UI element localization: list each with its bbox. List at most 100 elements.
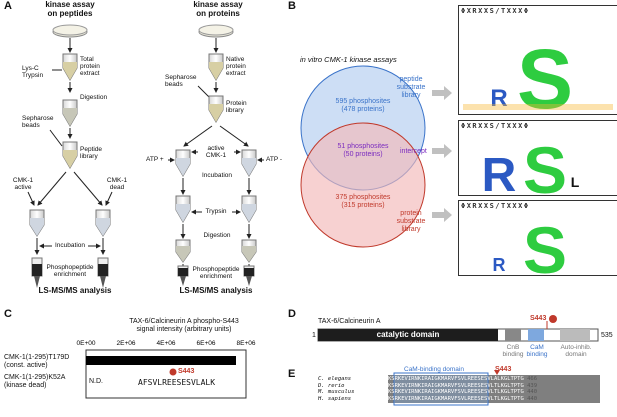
species-sequence: KSRKEVIRNKIRAIGKMARVFSVLREESESVLTLKGLTPT…	[388, 389, 524, 395]
label-sepharose-1: Sepharose beads	[22, 115, 54, 129]
tube-incubation-dead	[95, 209, 111, 237]
residue-number: 440	[527, 389, 538, 395]
intercept-label: intercept	[400, 148, 427, 155]
tube-atp-plus	[175, 149, 191, 177]
label-incubation-1: Incubation	[55, 242, 85, 249]
sequence-logo-peptide: ΦXRXXS/TXXXΦ S R	[458, 5, 617, 115]
not-detected: N.D.	[89, 378, 103, 385]
tick-label: 4E+06	[157, 340, 176, 347]
panel-d-letter: D	[288, 308, 296, 320]
arrows-to-logos	[432, 86, 452, 222]
panel-b-letter: B	[288, 0, 296, 12]
protein-name-d: TAX-6/Calcineurin A	[318, 318, 381, 325]
label-native-extract: Native protein extract	[226, 56, 246, 77]
enrichment-column-1	[31, 257, 43, 288]
tube-incubation-active	[29, 209, 45, 237]
alignment-row: M. musculus KSRKEVIRNKIRAIGKMARVFSVLREESE…	[318, 389, 537, 396]
label-sepharose-2: Sepharose beads	[165, 74, 197, 88]
tube-incubation-2b	[241, 195, 257, 223]
panel-a-col2-title: kinase assay on proteins	[193, 0, 243, 18]
tube-native-extract	[208, 53, 224, 81]
tube-digestion-2b	[241, 239, 257, 263]
tube-digestion-1	[62, 99, 78, 127]
svg-text:S: S	[523, 213, 567, 275]
tube-total-extract-1	[62, 53, 78, 81]
intercept-count: 51 phosphosites (50 proteins)	[337, 143, 389, 158]
species-sequence: KSRKEVIRNKIRAIGKMARVFSVLREESESVLALKGLTPT…	[388, 376, 524, 382]
protein-count: 375 phosphosites (315 proteins)	[335, 194, 391, 209]
label-lcms-2: LS-MS/MS analysis	[179, 286, 253, 295]
motif-header-2: ΦXRXXS/TXXXΦ	[461, 122, 530, 130]
species-name: D. rerio	[318, 382, 345, 389]
tube-protein-library	[208, 95, 224, 123]
bar-label-dead: CMK-1(1-295)K52A (kinase dead)	[4, 374, 66, 389]
peptide-count: 595 phosphosites (478 proteins)	[335, 98, 391, 113]
label-enrichment-1: Phosphopeptide enrichment	[46, 264, 94, 278]
residue-number: 440	[527, 395, 538, 402]
bar	[86, 356, 236, 365]
label-total-extract: Total protein extract	[80, 56, 100, 77]
tick-label: 0E+00	[77, 340, 96, 347]
species-sequence: KSRKEVIRNKIRAIGKMARVFSVLREESESVLTLKGLTPT…	[388, 395, 524, 402]
region-autoinhib: Auto-inhib. domain	[560, 344, 592, 358]
panel-c-letter: C	[4, 308, 12, 320]
label-atp-minus: ATP -	[266, 156, 283, 163]
label-peptide-library: Peptide library	[80, 146, 103, 160]
tube-incubation-2a	[175, 195, 191, 223]
sequence-logo-protein: ΦXRXXS/TXXXΦ S R	[458, 200, 617, 276]
phospho-marker	[169, 368, 177, 376]
region-cnb: CnB binding	[502, 344, 524, 358]
panel-a-col1-title: kinase assay on peptides	[45, 0, 95, 18]
residue-number: 439	[527, 382, 538, 389]
species-sequence: KSRKEVIRNKIRAIGKMARVFSVLREESESVLTLKGLTPT…	[388, 382, 524, 389]
motif-header-1: ΦXRXXS/TXXXΦ	[461, 7, 530, 15]
petri-dish-1	[52, 24, 88, 38]
alignment-row: C. elegans KSRKEVIRNKIRAIGKMARVFSVLREESES…	[318, 376, 537, 383]
label-lysc-trypsin: Lys-C Trypsin	[22, 65, 44, 79]
panel-b-title: in vitro CMK-1 kinase assays	[300, 55, 397, 64]
label-protein-library: Protein library	[226, 100, 247, 114]
label-trypsin: Trypsin	[205, 208, 227, 215]
label-digestion-1: Digestion	[80, 94, 108, 101]
panel-c-title: TAX-6/Calcineurin A phospho-S443 signal …	[129, 318, 239, 333]
species-name: M. musculus	[318, 389, 355, 395]
label-atp-plus: ATP +	[146, 156, 164, 163]
petri-dish-2	[198, 24, 234, 38]
cam-domain-label: CaM-binding domain	[404, 366, 464, 373]
residue-number: 466	[527, 376, 538, 382]
enrichment-column-3	[177, 265, 189, 286]
alignment-row: H. sapiens KSRKEVIRNKIRAIGKMARVFSVLREESES…	[318, 396, 537, 403]
svg-text:L: L	[571, 174, 580, 190]
site-label-e: S443	[495, 366, 512, 373]
label-enrichment-2: Phosphopeptide enrichment	[192, 266, 240, 280]
svg-text:R: R	[493, 255, 506, 275]
panel-e-letter: E	[288, 368, 296, 380]
chart-frame	[85, 349, 247, 399]
label-incubation-2: Incubation	[202, 172, 232, 179]
species-name: H. sapiens	[318, 395, 352, 402]
label-lcms-1: LS-MS/MS analysis	[38, 286, 112, 295]
svg-text:R: R	[490, 85, 507, 112]
site-label-d: S443	[530, 315, 547, 322]
tick-label: 6E+06	[197, 340, 216, 347]
site-label-c: S443	[178, 368, 195, 375]
motif-header-3: ΦXRXXS/TXXXΦ	[461, 202, 530, 210]
catalytic-domain-label: catalytic domain	[376, 330, 440, 339]
end-num: 535	[601, 332, 613, 339]
enrichment-column-2	[97, 257, 109, 288]
label-digestion-2: Digestion	[203, 232, 231, 239]
svg-text:S: S	[523, 133, 567, 195]
start-num: 1	[312, 332, 316, 339]
panel-a-letter: A	[4, 0, 12, 12]
sequence-logo-intercept: ΦXRXXS/TXXXΦ S R L	[458, 120, 617, 196]
protein-library-label: protein substrate library	[396, 210, 426, 233]
tube-peptide-library	[62, 141, 78, 169]
species-name: C. elegans	[318, 376, 352, 382]
label-cmk1-dead: CMK-1 dead	[106, 177, 128, 191]
